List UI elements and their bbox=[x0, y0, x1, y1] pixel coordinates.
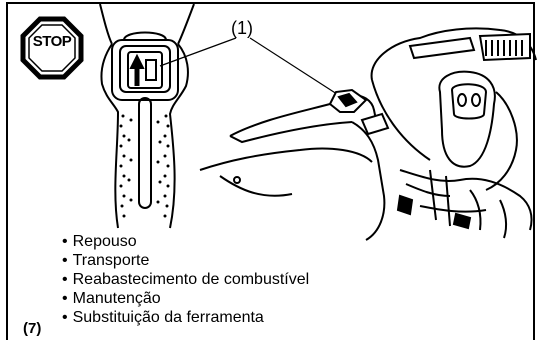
grip-dots bbox=[120, 115, 170, 218]
list-item: Substituição da ferramenta bbox=[62, 308, 309, 327]
situation-list: Repouso Transporte Reabastecimento de co… bbox=[62, 232, 309, 327]
list-item: Reabastecimento de combustível bbox=[62, 270, 309, 289]
callout-label: (1) bbox=[231, 18, 253, 38]
list-item: Transporte bbox=[62, 251, 309, 270]
hedge-trimmer-body bbox=[200, 28, 536, 240]
stop-sign-text: STOP bbox=[22, 33, 82, 50]
list-item: Repouso bbox=[62, 232, 309, 251]
handle-closeup bbox=[100, 4, 194, 228]
list-item: Manutenção bbox=[62, 289, 309, 308]
figure-number: (7) bbox=[23, 320, 41, 337]
